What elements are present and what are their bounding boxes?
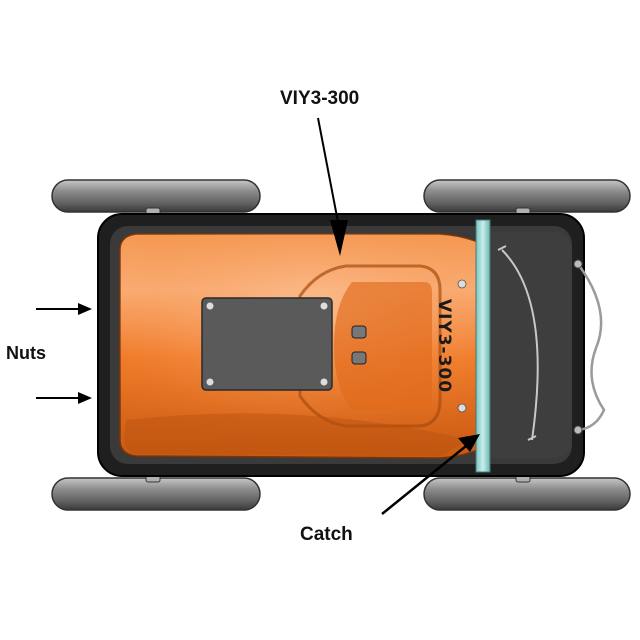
- catch-arrow: [381, 434, 480, 515]
- access-panel: [201, 297, 333, 391]
- wheel-bottom-left: [51, 477, 261, 511]
- model-arrow: [317, 117, 348, 256]
- device-marking: VIY3-300: [434, 299, 454, 393]
- wheel-bottom-right: [423, 477, 631, 511]
- wheel-top-left: [51, 179, 261, 213]
- nuts-label: Nuts: [6, 343, 46, 363]
- catch-label: Catch: [300, 524, 353, 545]
- catch-bar: [475, 219, 491, 473]
- connector-studs: [351, 325, 367, 365]
- front-screws: [457, 279, 467, 413]
- nuts-arrow-upper: [36, 303, 92, 315]
- front-plate: [488, 232, 572, 458]
- model-label: VIY3-300: [280, 88, 359, 109]
- handle-wire: [576, 263, 606, 432]
- wheel-top-right: [423, 179, 631, 213]
- nuts-arrow-lower: [36, 392, 92, 404]
